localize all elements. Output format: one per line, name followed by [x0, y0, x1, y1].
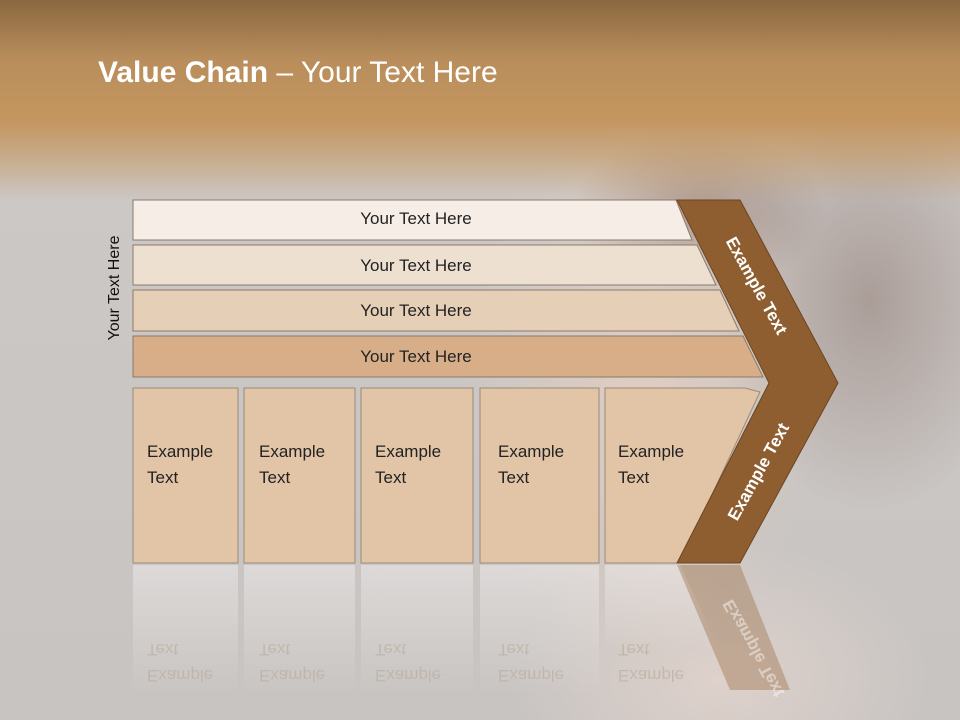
bar-4-label: Your Text Here [360, 347, 472, 366]
box-4-line1: Example [498, 442, 565, 461]
box-3-label-reflection: Example Text [375, 636, 441, 688]
slide-title: Value Chain – Your Text Here [98, 56, 498, 90]
bar-2 [132, 244, 717, 286]
box-5 [604, 387, 761, 564]
box-1-refl-line1: Example [147, 666, 214, 685]
box-2-refl-line1: Example [259, 666, 326, 685]
box-1-reflection [133, 565, 238, 695]
box-5-reflection [605, 565, 720, 650]
title-band [0, 0, 960, 200]
box-2-line1: Example [259, 442, 326, 461]
box-5-refl-line1: Example [618, 666, 685, 685]
bar-3 [132, 289, 740, 332]
box-3-line1: Example [375, 442, 442, 461]
box-4-reflection [480, 565, 599, 695]
box-1 [132, 387, 239, 564]
bar-1-label: Your Text Here [360, 209, 472, 228]
box-3 [360, 387, 474, 564]
bar-1 [132, 199, 693, 241]
box-1-line2: Text [147, 468, 179, 487]
box-2 [243, 387, 356, 564]
title-bold: Value Chain [98, 56, 269, 89]
box-2-label-reflection: Example Text [259, 636, 325, 688]
bar-3-label: Your Text Here [360, 301, 472, 320]
bar-4 [132, 335, 764, 378]
box-2-line2: Text [259, 468, 291, 487]
box-3-line2: Text [375, 468, 407, 487]
box-2-refl-line2: Text [259, 640, 291, 659]
box-4 [479, 387, 600, 564]
box-2-reflection [244, 565, 355, 695]
box-3-refl-line2: Text [375, 640, 407, 659]
box-5-line1: Example [618, 442, 685, 461]
box-4-label-reflection: Example Text [498, 636, 564, 688]
box-5-line2: Text [618, 468, 650, 487]
box-3-refl-line1: Example [375, 666, 442, 685]
box-1-refl-line2: Text [147, 640, 179, 659]
box-4-refl-line1: Example [498, 666, 565, 685]
title-rest: – Your Text Here [268, 56, 498, 89]
box-4-line2: Text [498, 468, 530, 487]
bar-2-label: Your Text Here [360, 256, 472, 275]
box-1-line1: Example [147, 442, 214, 461]
box-4-refl-line2: Text [498, 640, 530, 659]
chevron-arrow [676, 199, 839, 564]
box-5-refl-line2: Text [618, 640, 650, 659]
box-3-reflection [361, 565, 473, 695]
box-5-label-reflection: Example Text [618, 636, 684, 688]
chevron-reflection [677, 565, 790, 690]
box-1-label-reflection: Example Text [147, 636, 213, 688]
